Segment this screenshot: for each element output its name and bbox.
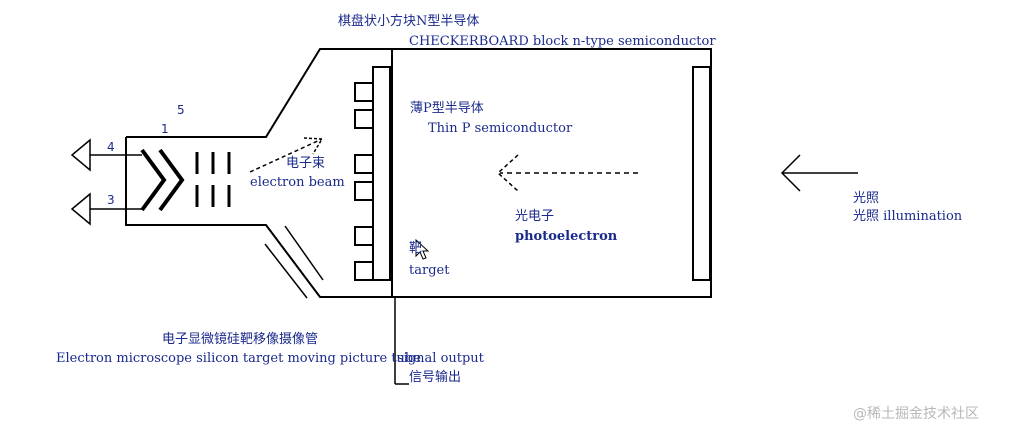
deflection-lines: [264, 225, 324, 299]
focus-electrodes: [195, 152, 231, 207]
signal-output-label-cn: 信号输出: [409, 369, 461, 385]
illumination-label-cn: 光照: [853, 191, 879, 206]
checkerboard-blocks: [354, 82, 373, 281]
signal-output-lead: [394, 297, 409, 385]
signal-output-label-en: signal output: [397, 351, 485, 366]
target-label-cn: 靶: [409, 241, 422, 256]
tube-label-en: Electron microscope silicon target movin…: [56, 351, 421, 366]
checkerboard-label-cn: 棋盘状小方块N型半导体: [338, 13, 479, 29]
electron-beam-label-cn: 电子束: [286, 156, 325, 171]
illumination-label-en: 光照 illumination: [853, 209, 963, 224]
electron-gun: [140, 148, 185, 212]
illumination-arrow: [780, 154, 858, 192]
thin-p-label-en: Thin P semiconductor: [428, 121, 573, 136]
photoelectron-arrow: [496, 154, 638, 192]
thin-p-plate: [372, 66, 391, 281]
tube-label-cn: 电子显微镜硅靶移像摄像管: [162, 332, 318, 347]
pin-number-5: 5: [177, 103, 185, 117]
checkerboard-label-en: CHECKERBOARD block n-type semiconductor: [409, 34, 716, 49]
photocathode-plate: [692, 66, 711, 281]
tube-envelope: [125, 48, 392, 298]
pin-number-1: 1: [161, 122, 169, 136]
pin-leads: [70, 138, 142, 226]
thin-p-label-cn: 薄P型半导体: [410, 101, 484, 116]
pin-number-3: 3: [107, 193, 115, 207]
photoelectron-label-cn: 光电子: [515, 209, 554, 224]
electron-beam-label-en: electron beam: [250, 175, 345, 190]
electron-beam-arrow: [249, 137, 324, 173]
target-label-en: target: [409, 263, 450, 278]
pin-number-4: 4: [107, 140, 115, 154]
watermark: @稀土掘金技术社区: [853, 406, 979, 422]
mouse-cursor-icon: [415, 238, 430, 260]
photoelectron-label-en: photoelectron: [515, 229, 618, 244]
target-chamber: [391, 48, 712, 298]
